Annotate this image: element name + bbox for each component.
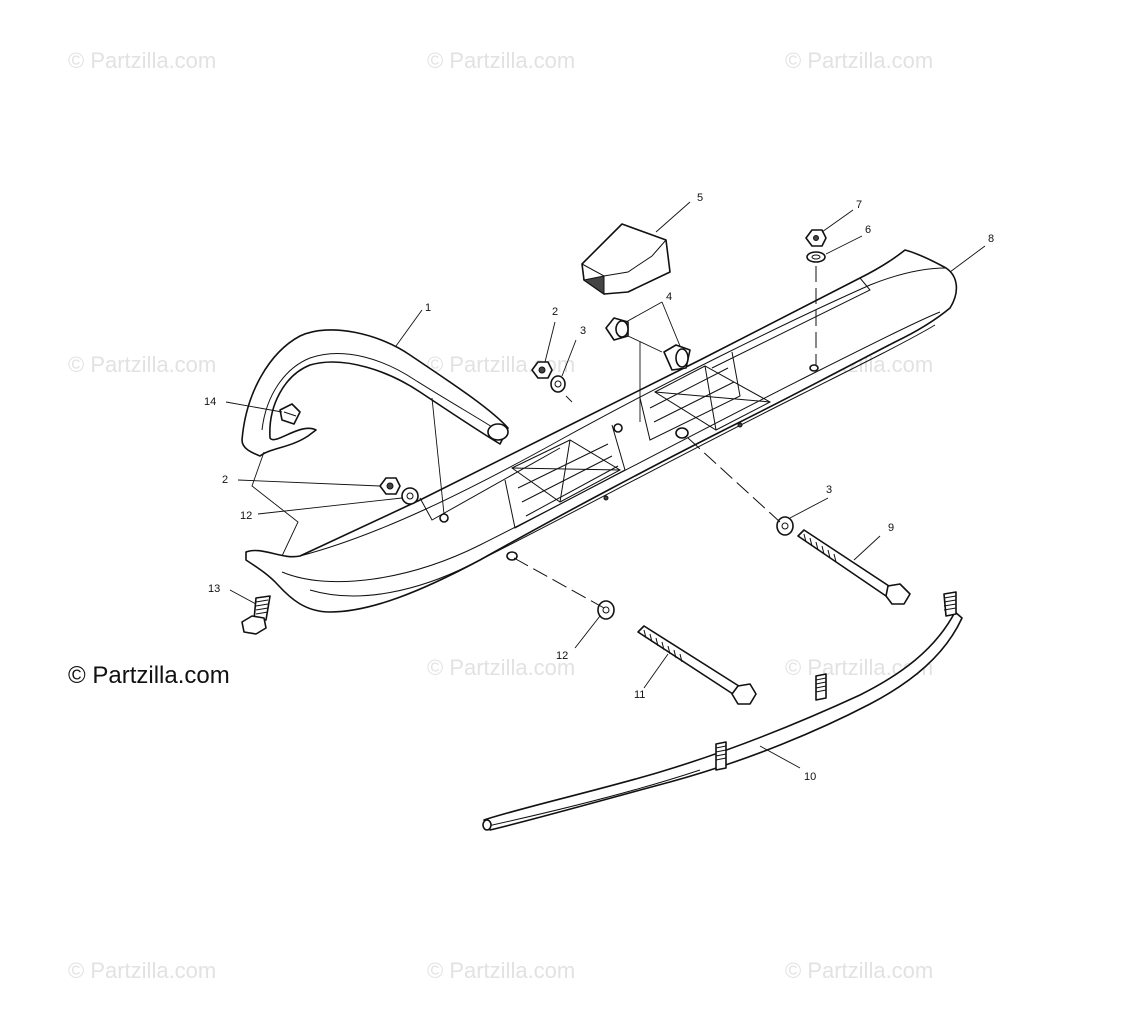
partzilla-brand-label: © Partzilla.com (68, 662, 230, 689)
assembly-lines (431, 266, 817, 609)
watermark: © Partzilla.com (427, 958, 576, 983)
bushing-bottom[interactable] (663, 344, 691, 371)
callout-1: 1 (425, 302, 431, 314)
wear-pad[interactable] (581, 223, 671, 295)
callout-labels: 1 2 3 4 5 6 7 8 14 2 12 13 3 9 12 11 10 (204, 192, 994, 783)
watermark: © Partzilla.com (68, 958, 217, 983)
bolt-13[interactable] (241, 595, 271, 635)
watermark: © Partzilla.com (68, 48, 217, 73)
bolt-right[interactable] (797, 529, 911, 605)
callout-12-front: 12 (556, 650, 568, 662)
bolt-front[interactable] (637, 625, 757, 705)
callout-8: 8 (988, 233, 994, 245)
washer-right[interactable] (776, 516, 794, 536)
callout-4: 4 (666, 291, 672, 303)
washer-top-right[interactable] (806, 251, 826, 263)
callout-2: 2 (552, 306, 558, 318)
bushing-top[interactable] (605, 317, 629, 341)
callout-3: 3 (580, 325, 586, 337)
nut-top-right[interactable] (805, 229, 827, 247)
watermark: © Partzilla.com (785, 958, 934, 983)
watermark: © Partzilla.com (785, 48, 934, 73)
callout-14: 14 (204, 396, 216, 408)
callout-2-left: 2 (222, 474, 228, 486)
callout-9: 9 (888, 522, 894, 534)
watermark: © Partzilla.com (427, 48, 576, 73)
clip[interactable] (279, 403, 301, 425)
nut-left[interactable] (379, 477, 401, 495)
wear-bar[interactable] (482, 591, 963, 831)
washer-left[interactable] (401, 487, 419, 505)
watermark: © Partzilla.com (68, 352, 217, 377)
callout-7: 7 (856, 199, 862, 211)
callout-6: 6 (865, 224, 871, 236)
callout-11: 11 (634, 689, 645, 701)
callout-3-right: 3 (826, 484, 832, 496)
callout-13: 13 (208, 583, 220, 595)
washer-front[interactable] (597, 600, 615, 620)
callout-10: 10 (804, 771, 816, 783)
ski-loop-handle[interactable] (241, 329, 509, 457)
ski-body[interactable] (245, 249, 958, 613)
callout-5: 5 (697, 192, 703, 204)
callout-12-left: 12 (240, 510, 252, 522)
leader-lines (225, 201, 986, 769)
nut-top[interactable] (531, 361, 553, 379)
watermark: © Partzilla.com (427, 655, 576, 680)
washer-top[interactable] (550, 375, 566, 393)
